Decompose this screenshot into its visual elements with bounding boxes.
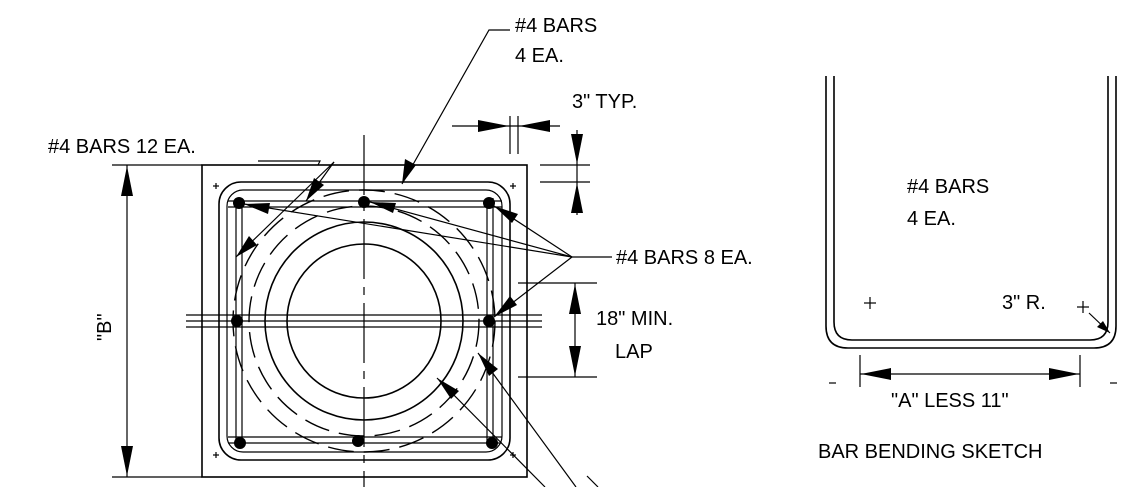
dim-b-label: "B"	[94, 313, 116, 341]
callout-left: #4 BARS 12 EA.	[48, 136, 196, 158]
sketch-bar-line1: #4 BARS	[907, 176, 989, 198]
sketch-bar-line2: 4 EA.	[907, 208, 956, 230]
sketch-title: BAR BENDING SKETCH	[818, 441, 1042, 463]
rebar-dots	[231, 196, 498, 449]
sketch-length-label: "A" LESS 11"	[891, 390, 1009, 412]
bent-bar-inner	[833, 76, 1109, 341]
callout-top-line1: #4 BARS	[515, 15, 597, 37]
dim-typ-label: 3" TYP.	[572, 91, 637, 113]
pier-section-view: #4 BARS 4 EA. #4 BARS 12 EA. #4 BARS 8 E…	[48, 15, 753, 487]
dim-lap-line2: LAP	[615, 341, 653, 363]
bent-bar-outer	[825, 76, 1117, 349]
bar-bending-sketch: #4 BARS 4 EA. 3" R. "A" LESS 11" BAR BEN…	[818, 76, 1117, 463]
pipe-inner-circle	[286, 243, 442, 399]
callout-top-line2: 4 EA.	[515, 45, 564, 67]
callout-right: #4 BARS 8 EA.	[616, 247, 753, 269]
sketch-radius-label: 3" R.	[1002, 292, 1046, 314]
dim-lap-line1: 18" MIN.	[596, 308, 673, 330]
pipe-outer-circle	[264, 221, 464, 421]
